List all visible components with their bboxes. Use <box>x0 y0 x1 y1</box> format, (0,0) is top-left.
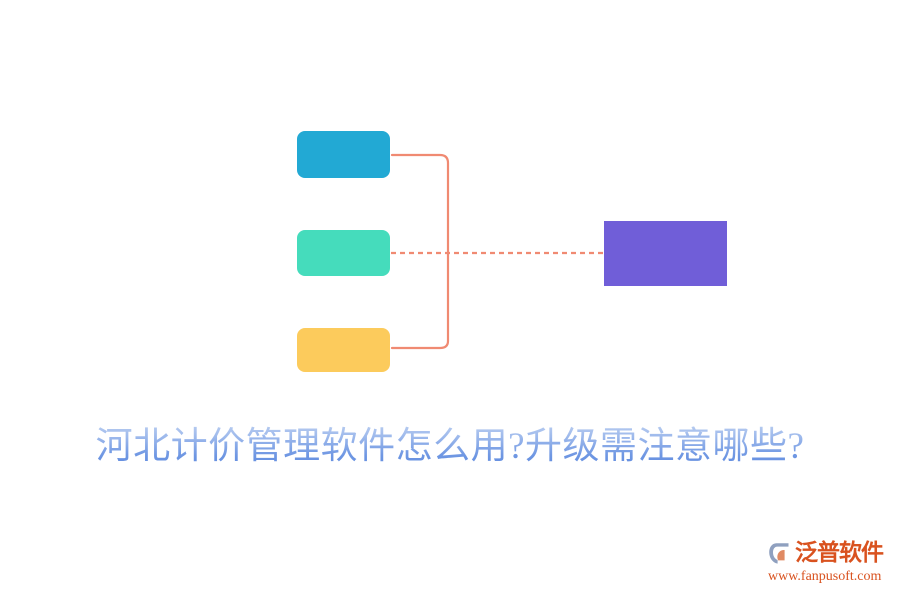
page-title: 河北计价管理软件怎么用?升级需注意哪些? <box>0 424 900 470</box>
logo-wordmark: 泛普软件 <box>795 540 884 565</box>
logo-url: www.fanpusoft.com <box>768 569 882 584</box>
logo-swoosh-shape <box>769 543 789 564</box>
diagram-node-yellow[interactable] <box>297 328 390 372</box>
diagram-node-purple[interactable] <box>604 221 727 286</box>
logo-row: 泛普软件 <box>768 538 892 568</box>
diagram-node-green[interactable] <box>297 230 390 276</box>
fanpu-logo-icon <box>769 543 789 564</box>
logo-arc-shape <box>777 549 785 561</box>
connector-bracket <box>390 153 450 350</box>
brand-logo: 泛普软件 www.fanpusoft.com <box>768 538 892 588</box>
diagram-node-blue[interactable] <box>297 131 390 178</box>
